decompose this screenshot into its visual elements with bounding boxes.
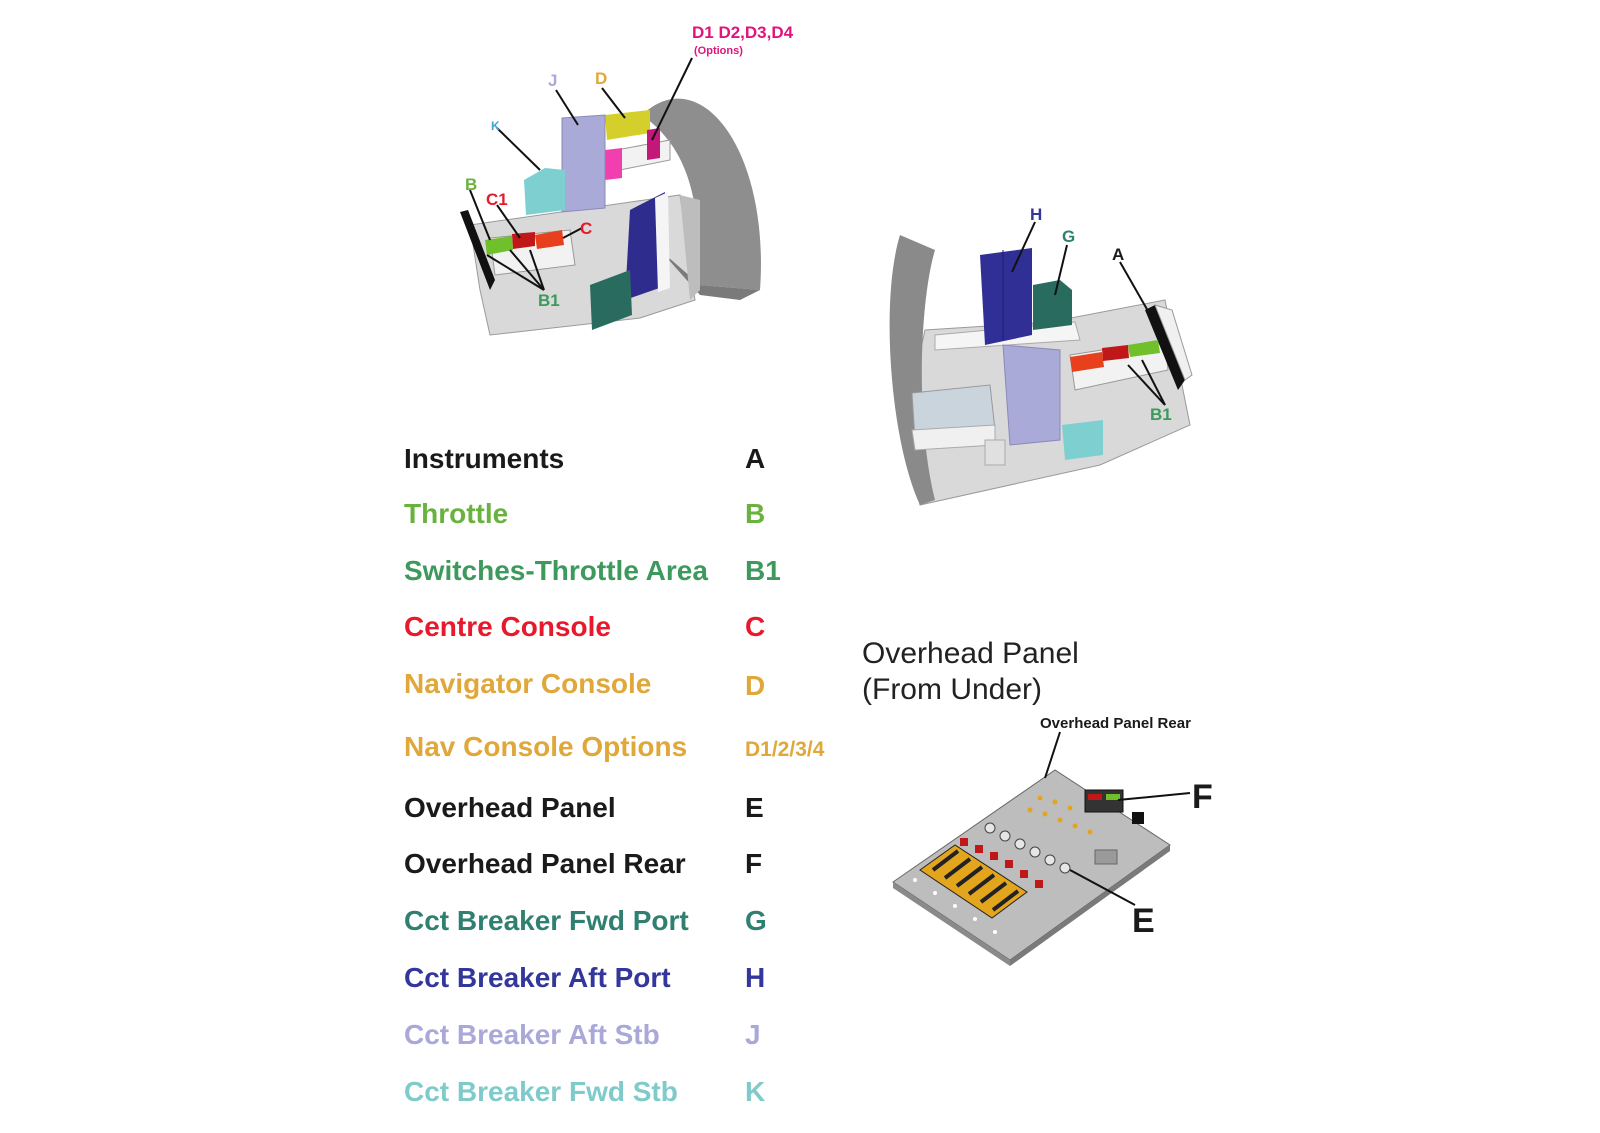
legend-name: Cct Breaker Aft Stb xyxy=(404,1019,660,1050)
legend-code: F xyxy=(745,848,763,879)
callout-labels-right: H G A B1 xyxy=(1030,205,1172,424)
label-k: K xyxy=(491,119,500,133)
overhead-panel-title: Overhead Panel (From Under) xyxy=(862,636,1079,708)
label-g: G xyxy=(1062,227,1075,246)
callout-lines-left xyxy=(469,57,693,291)
cct-breaker-aft-port-h xyxy=(980,248,1032,345)
label-b1-left: B1 xyxy=(538,291,560,310)
label-c: C xyxy=(580,219,592,238)
centre-console-c1 xyxy=(512,232,535,249)
overhead-panel-drawing xyxy=(892,769,1171,966)
label-c1: C1 xyxy=(486,190,508,209)
overhead-rear-f-box xyxy=(1084,789,1124,813)
label-overhead-rear: Overhead Panel Rear xyxy=(1040,715,1191,732)
legend-code: B xyxy=(745,498,766,529)
cct-breaker-fwd-port-g xyxy=(1033,280,1072,330)
legend-code: E xyxy=(745,792,764,823)
legend-name: Cct Breaker Fwd Stb xyxy=(404,1076,678,1107)
label-h: H xyxy=(1030,205,1042,224)
cockpit-view-right xyxy=(889,235,1193,506)
navigator-console-d xyxy=(605,110,650,140)
label-b1-right: B1 xyxy=(1150,405,1172,424)
callout-lines-overhead xyxy=(1044,731,1191,906)
cct-breaker-aft-stb-j xyxy=(561,114,606,213)
legend-name: Nav Console Options xyxy=(404,731,688,762)
legend-code: D xyxy=(745,670,766,701)
legend-name: Instruments xyxy=(404,443,565,474)
label-b: B xyxy=(465,175,477,194)
hazard-stripe xyxy=(919,844,1028,919)
overhead-title-line1: Overhead Panel xyxy=(862,637,1079,670)
legend-code: K xyxy=(745,1076,766,1107)
legend-name: Throttle xyxy=(404,498,509,529)
legend-code: G xyxy=(745,905,767,936)
label-options-note: (Options) xyxy=(694,45,743,57)
legend-code: C xyxy=(745,611,766,642)
label-e: E xyxy=(1132,902,1155,940)
legend-name: Navigator Console xyxy=(404,668,652,699)
legend-name: Switches-Throttle Area xyxy=(404,555,708,586)
legend-name: Cct Breaker Fwd Port xyxy=(404,905,689,936)
legend-code: H xyxy=(745,962,766,993)
legend-code: A xyxy=(745,443,766,474)
cct-breaker-fwd-stb-k xyxy=(524,168,565,215)
overhead-title-line2: (From Under) xyxy=(862,673,1043,706)
legend-code: J xyxy=(745,1019,761,1050)
callout-labels-left: J D K B C1 C B1 D1 D2,D3,D4 (Options) xyxy=(465,23,794,310)
throttle-b xyxy=(485,236,513,255)
legend-code: B1 xyxy=(745,555,781,586)
label-options-codes: D1 D2,D3,D4 xyxy=(692,23,794,42)
nav-option-d1 xyxy=(647,128,660,160)
legend-name: Overhead Panel xyxy=(404,792,616,823)
legend-name: Centre Console xyxy=(404,611,611,642)
callout-labels-overhead: Overhead Panel Rear F E xyxy=(1040,715,1213,940)
legend-name: Overhead Panel Rear xyxy=(404,848,686,879)
label-d: D xyxy=(595,69,607,88)
label-a: A xyxy=(1112,245,1124,264)
label-f: F xyxy=(1192,778,1213,816)
callout-lines-right xyxy=(1011,221,1166,406)
legend-name: Cct Breaker Aft Port xyxy=(404,962,671,993)
centre-console-c xyxy=(535,230,564,249)
label-j: J xyxy=(548,71,557,90)
legend-code: D1/2/3/4 xyxy=(745,738,825,761)
